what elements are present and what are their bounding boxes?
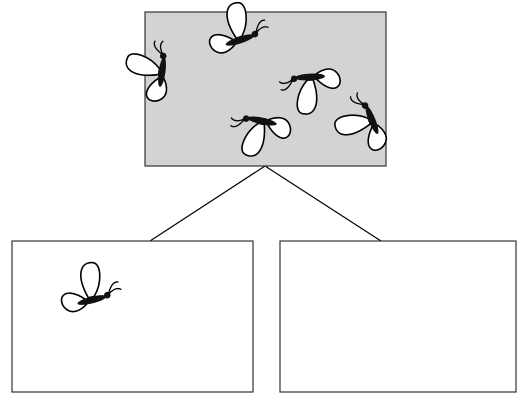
connector-line-left xyxy=(149,165,266,242)
connector-line-right xyxy=(264,165,382,242)
part-box-right xyxy=(279,240,517,393)
whole-box xyxy=(144,11,387,167)
part-box-left xyxy=(11,240,254,393)
